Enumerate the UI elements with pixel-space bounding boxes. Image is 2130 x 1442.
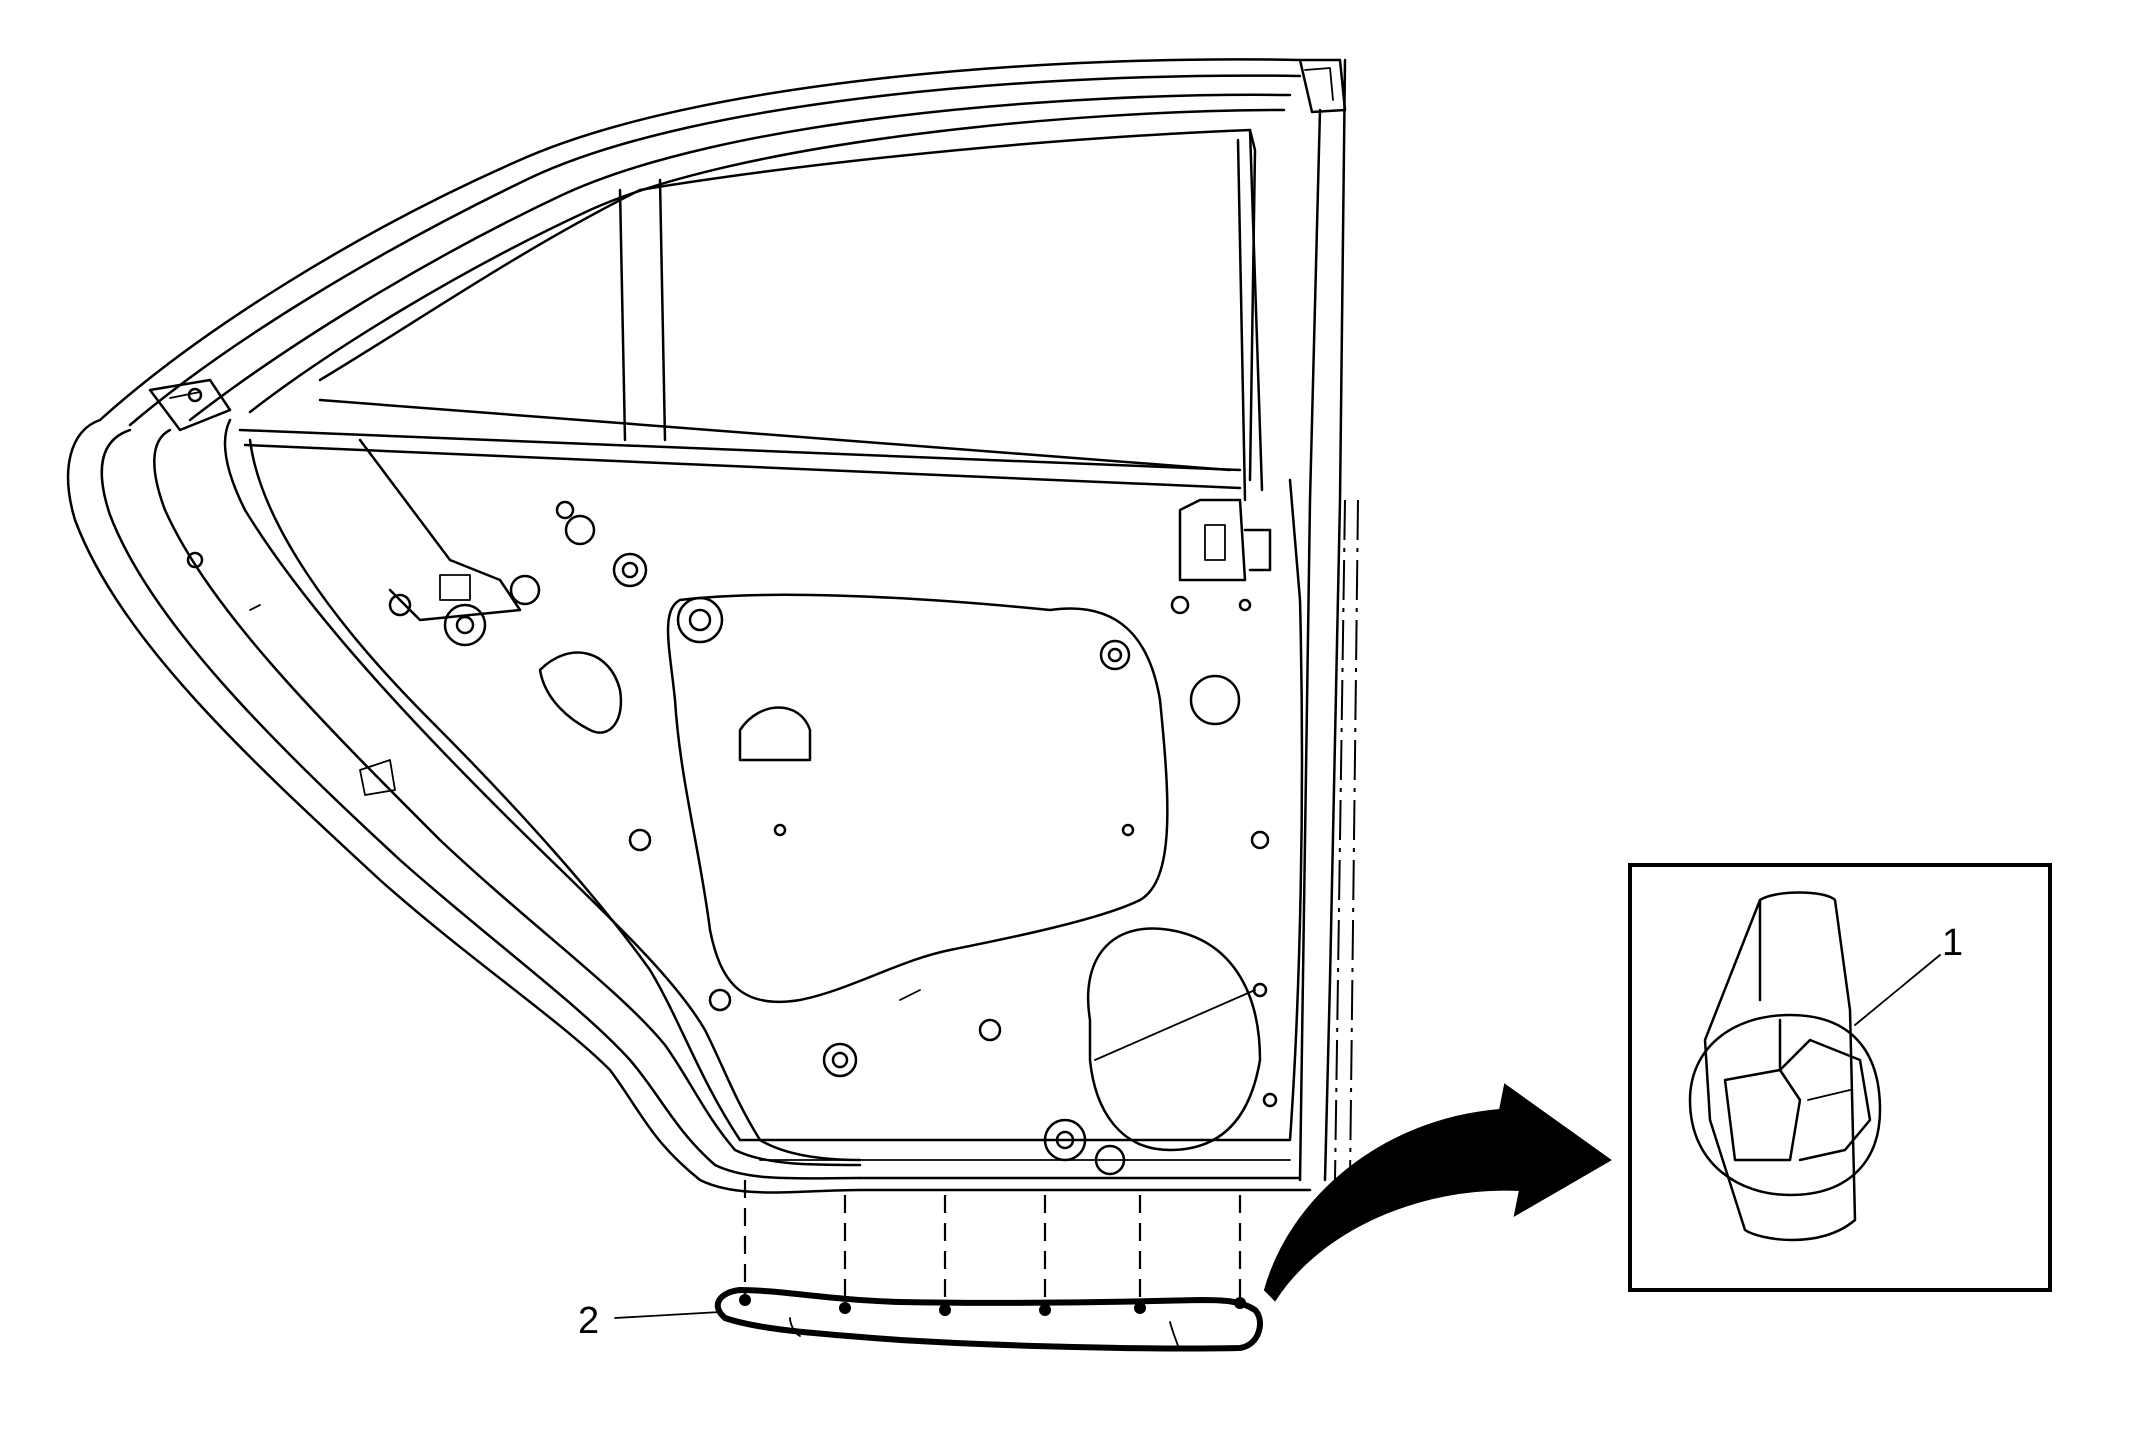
clip-leaders (739, 1180, 1246, 1316)
weatherstrip (714, 1287, 1263, 1352)
door-outer-frame (66, 58, 1359, 1194)
inner-panel (186, 438, 1304, 1176)
callout-1-label: 1 (1942, 922, 1963, 964)
clip-detail-inset (1628, 863, 2052, 1292)
detail-arrow (1263, 1083, 1612, 1302)
window-area (148, 128, 1272, 582)
callout-2-leader (614, 1311, 721, 1319)
callout-2-label: 2 (578, 1300, 599, 1342)
